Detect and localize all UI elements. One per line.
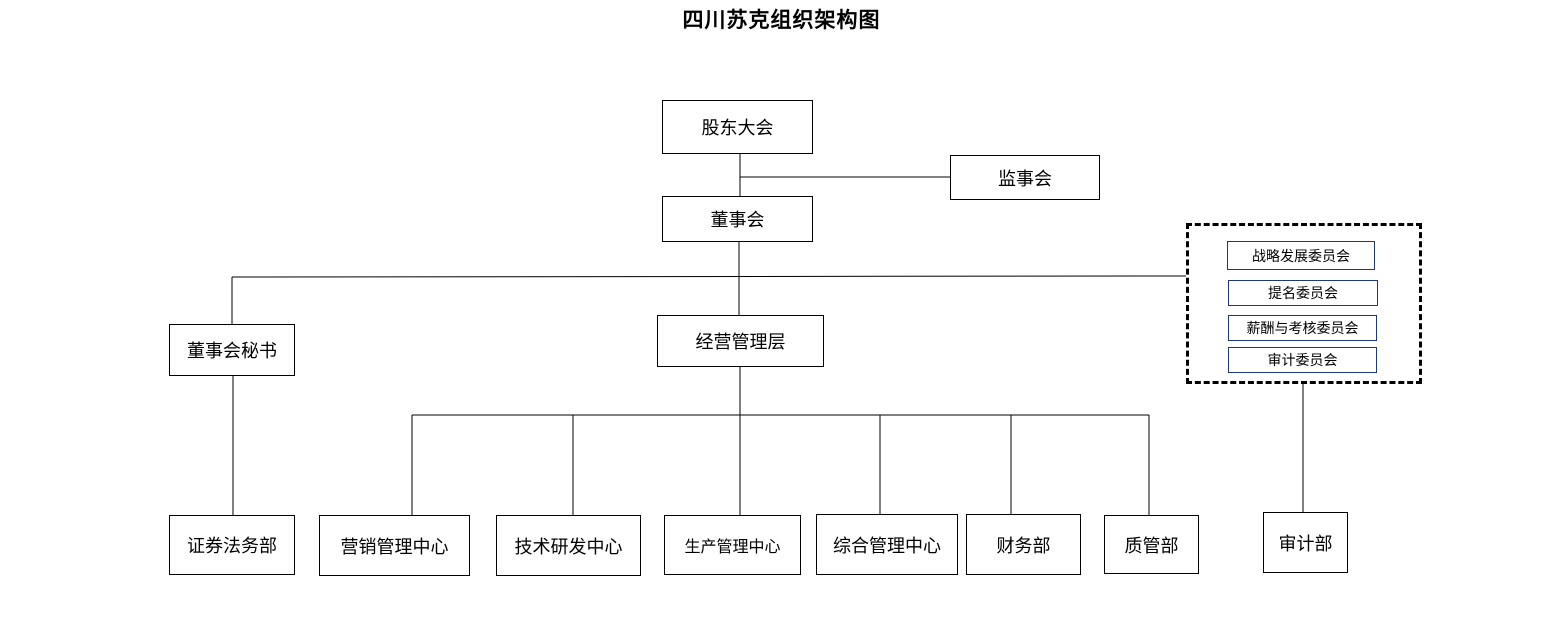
committee-strategy-label: 战略发展委员会 xyxy=(1252,248,1350,265)
node-securities-legal-label: 证券法务部 xyxy=(187,536,277,557)
node-quality-label: 质管部 xyxy=(1124,535,1179,557)
node-marketing-label: 营销管理中心 xyxy=(340,536,449,558)
chart-title: 四川苏克组织架构图 xyxy=(682,8,881,32)
node-shareholders-label: 股东大会 xyxy=(701,118,774,139)
node-board-label: 董事会 xyxy=(710,210,765,231)
node-audit-dept-label: 审计部 xyxy=(1278,533,1333,555)
committee-compensation: 薪酬与考核委员会 xyxy=(1228,315,1377,341)
node-general: 综合管理中心 xyxy=(816,514,958,575)
node-quality: 质管部 xyxy=(1104,515,1199,574)
committee-audit-label: 审计委员会 xyxy=(1267,353,1338,369)
node-finance: 财务部 xyxy=(966,514,1081,575)
node-management-label: 经营管理层 xyxy=(695,332,786,353)
connector-board-horizontal xyxy=(231,275,1187,278)
node-securities-legal: 证券法务部 xyxy=(169,515,295,575)
committee-nomination-label: 提名委员会 xyxy=(1268,286,1338,302)
node-shareholders: 股东大会 xyxy=(662,100,813,154)
node-management: 经营管理层 xyxy=(657,315,824,367)
node-supervisors: 监事会 xyxy=(950,155,1100,200)
node-general-label: 综合管理中心 xyxy=(833,535,941,557)
node-audit-dept: 审计部 xyxy=(1263,512,1348,573)
node-board-secretary-label: 董事会秘书 xyxy=(187,341,277,362)
committee-compensation-label: 薪酬与考核委员会 xyxy=(1246,321,1359,337)
committee-audit: 审计委员会 xyxy=(1228,347,1377,373)
node-rnd-label: 技术研发中心 xyxy=(514,536,623,558)
node-production-label: 生产管理中心 xyxy=(684,537,781,556)
node-supervisors-label: 监事会 xyxy=(998,168,1052,190)
node-board-secretary: 董事会秘书 xyxy=(169,324,295,376)
committee-nomination: 提名委员会 xyxy=(1228,280,1378,306)
node-rnd: 技术研发中心 xyxy=(496,515,641,576)
node-board: 董事会 xyxy=(662,196,813,242)
committee-strategy: 战略发展委员会 xyxy=(1227,241,1375,270)
board-committees-group xyxy=(1186,223,1422,384)
node-production: 生产管理中心 xyxy=(664,515,801,575)
node-finance-label: 财务部 xyxy=(996,535,1051,557)
node-marketing: 营销管理中心 xyxy=(319,515,470,576)
